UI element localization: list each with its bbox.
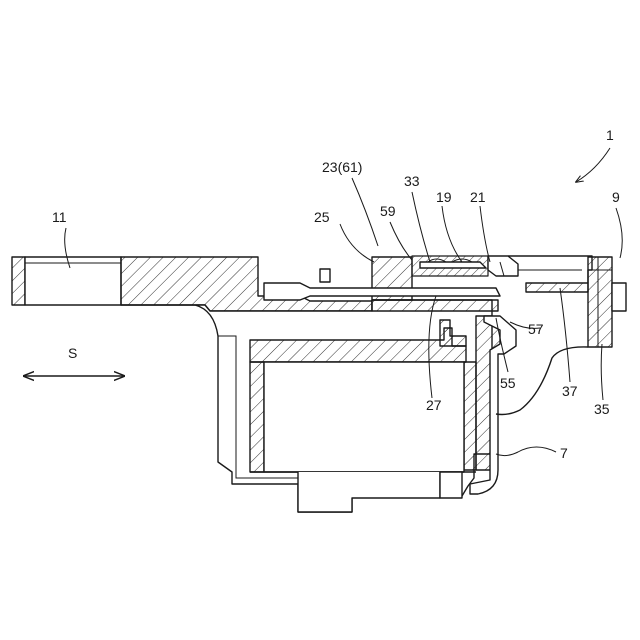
label-1: 1 bbox=[606, 127, 614, 143]
label-11: 11 bbox=[52, 209, 67, 225]
plate-11 bbox=[12, 257, 121, 305]
label-27: 27 bbox=[426, 397, 442, 413]
label-21: 21 bbox=[470, 189, 486, 205]
label-23: 23(61) bbox=[322, 159, 362, 175]
label-33: 33 bbox=[404, 173, 420, 189]
label-25: 25 bbox=[314, 209, 330, 225]
label-59: 59 bbox=[380, 203, 396, 219]
label-37: 37 bbox=[562, 383, 578, 399]
label-55: 55 bbox=[500, 375, 516, 391]
label-19: 19 bbox=[436, 189, 452, 205]
label-s: S bbox=[68, 345, 77, 361]
label-9: 9 bbox=[612, 189, 620, 205]
label-7: 7 bbox=[560, 445, 568, 461]
label-35: 35 bbox=[594, 401, 610, 417]
label-57: 57 bbox=[528, 321, 544, 337]
